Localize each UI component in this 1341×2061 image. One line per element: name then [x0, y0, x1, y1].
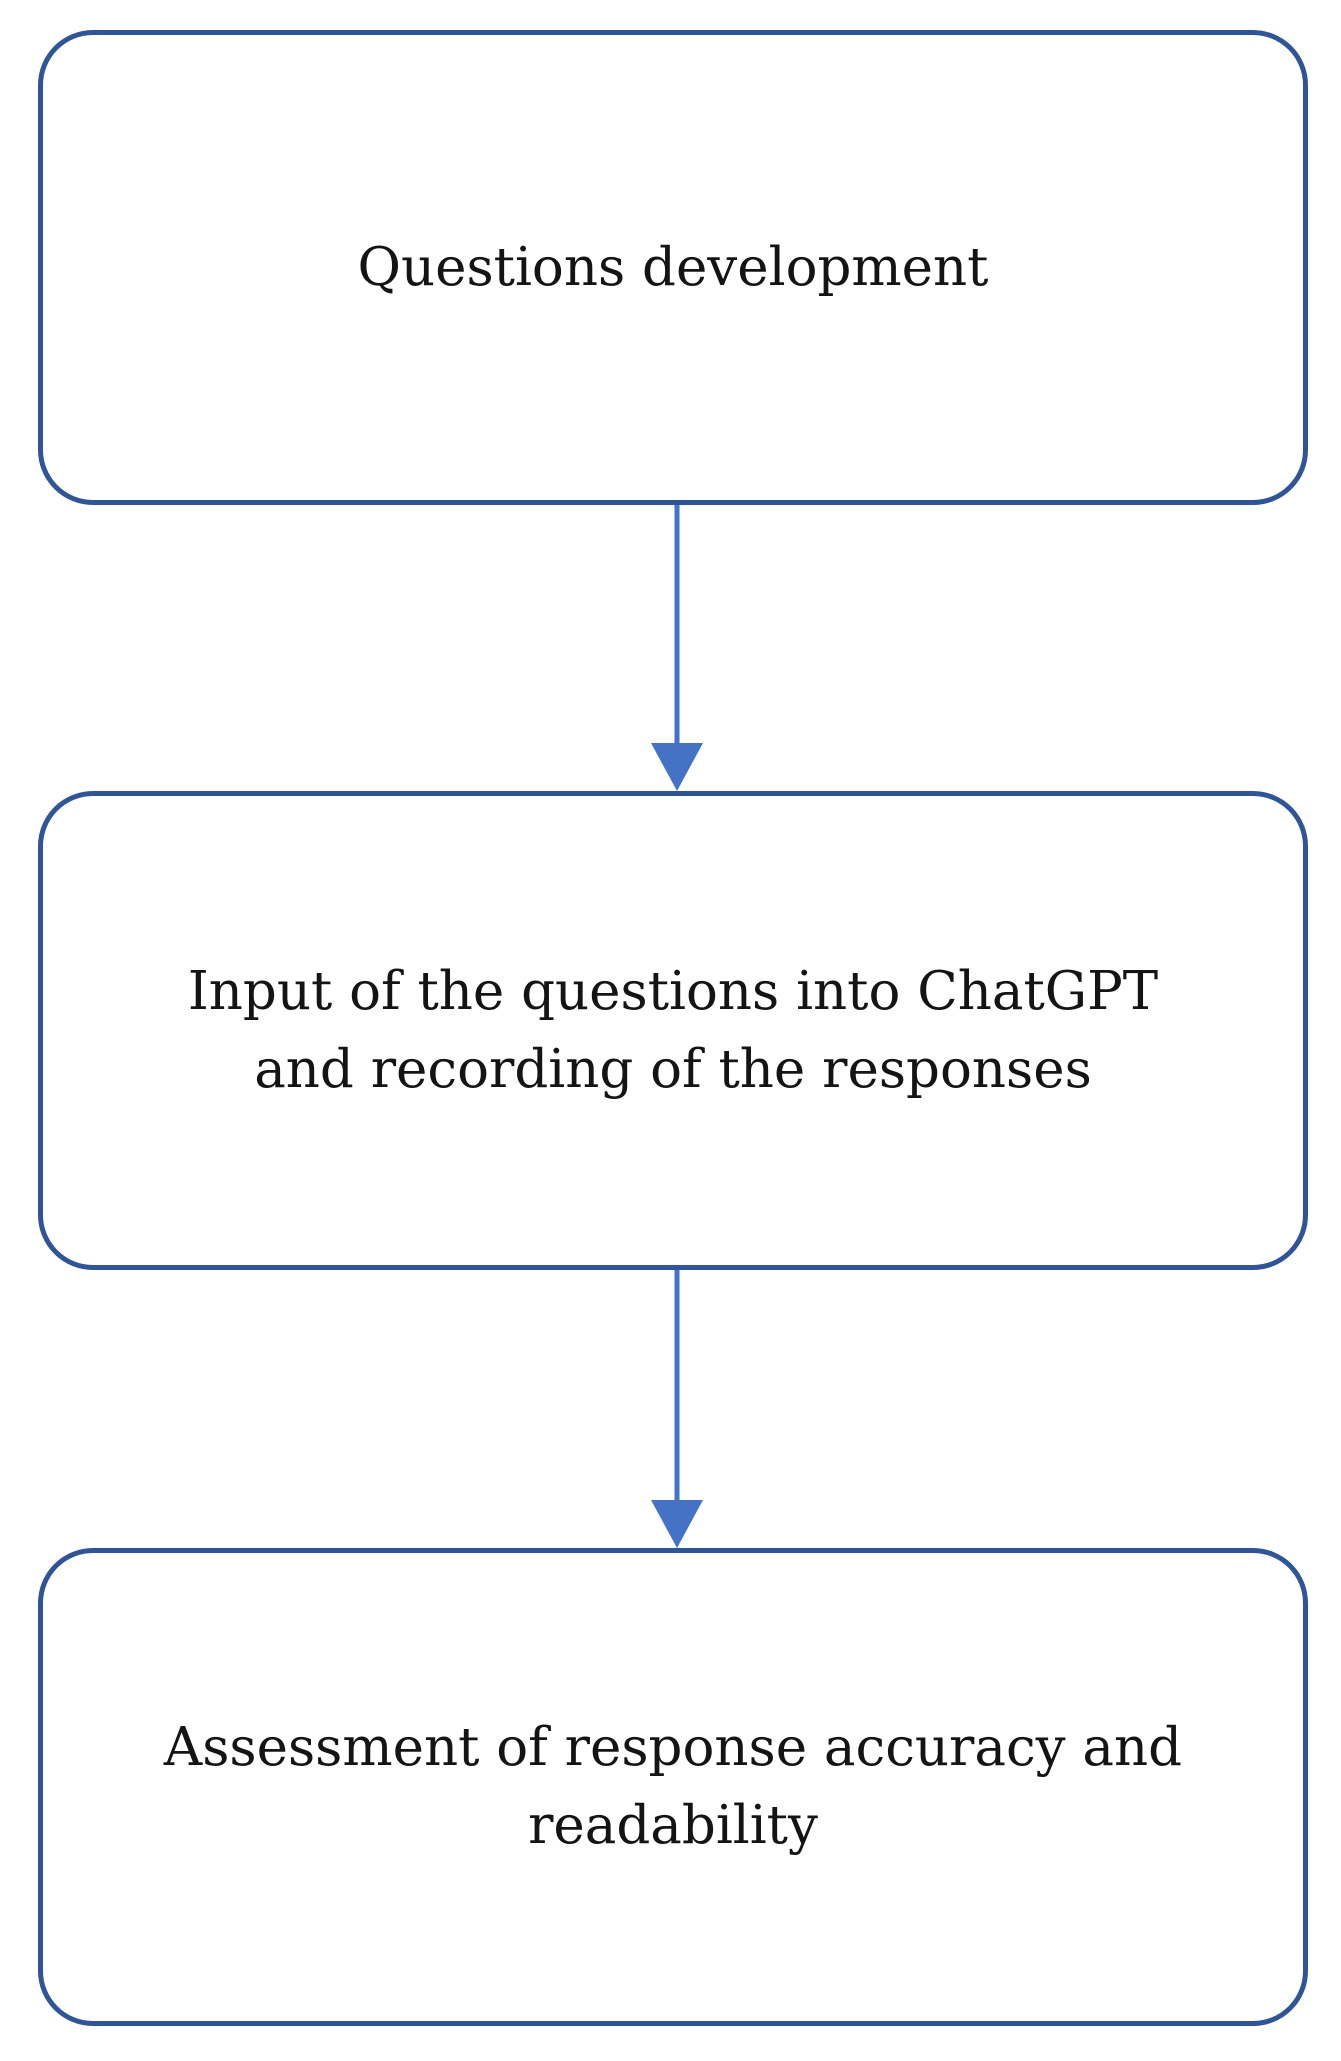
label-line: Assessment of response accuracy and: [163, 1717, 1183, 1778]
flow-step-assessment: Assessment of response accuracy and read…: [38, 1548, 1308, 2026]
flow-step-label: Input of the questions into ChatGPT and …: [188, 953, 1158, 1109]
flow-step-label: Questions development: [358, 229, 989, 307]
flow-step-questions-development: Questions development: [38, 30, 1308, 505]
label-line: and recording of the responses: [254, 1038, 1092, 1100]
arrow-head-down-icon: [651, 1500, 703, 1548]
flow-step-label: Assessment of response accuracy and read…: [164, 1709, 1182, 1865]
flow-step-input-into-chatgpt: Input of the questions into ChatGPT and …: [38, 791, 1308, 1270]
label-line: Input of the questions into ChatGPT: [187, 960, 1159, 1022]
arrow-head-down-icon: [651, 743, 703, 791]
label-line: readability: [528, 1795, 818, 1856]
connector-arrow-step2-to-step3: [651, 1270, 703, 1548]
connector-arrow-step1-to-step2: [651, 505, 703, 791]
label-line: Questions development: [357, 236, 989, 298]
